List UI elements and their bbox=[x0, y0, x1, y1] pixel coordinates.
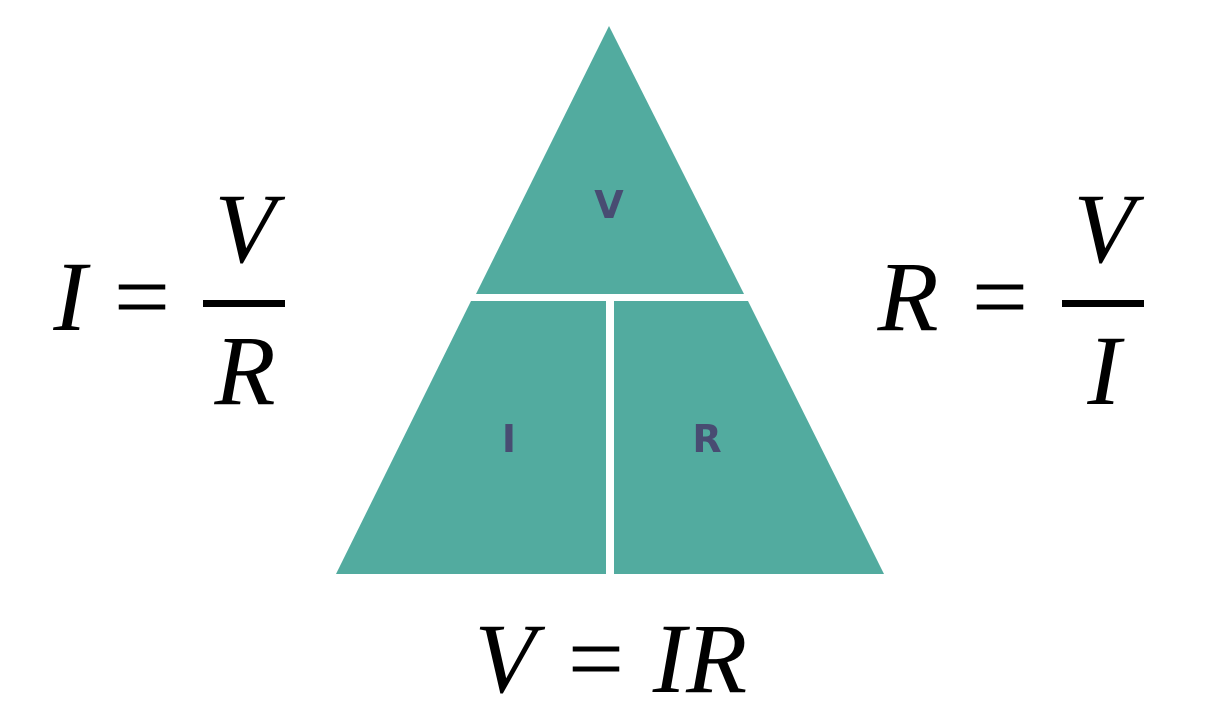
voltage-formula-rhs: IR bbox=[652, 603, 747, 711]
voltage-formula: V = IR bbox=[474, 603, 747, 711]
triangle-bottom-right-segment bbox=[614, 301, 884, 574]
voltage-formula-equals: = bbox=[568, 603, 624, 711]
triangle-label-voltage: V bbox=[594, 183, 624, 227]
resistance-formula-numerator: V bbox=[1073, 173, 1144, 284]
current-formula-fraction-bar bbox=[203, 300, 285, 307]
current-formula-denominator: R bbox=[213, 315, 275, 426]
resistance-formula-fraction-bar bbox=[1062, 300, 1144, 307]
current-formula-numerator: V bbox=[214, 173, 285, 284]
current-formula-equals: = bbox=[114, 241, 170, 352]
triangle-label-current: I bbox=[502, 417, 516, 461]
resistance-formula-denominator: I bbox=[1086, 315, 1125, 426]
triangle-top-segment bbox=[476, 26, 744, 294]
ohms-law-triangle bbox=[336, 26, 884, 574]
resistance-formula: R = V I bbox=[876, 173, 1144, 426]
current-formula: I = V R bbox=[52, 173, 285, 426]
resistance-formula-equals: = bbox=[972, 241, 1028, 352]
voltage-formula-lhs: V bbox=[474, 603, 545, 711]
current-formula-lhs: I bbox=[52, 241, 91, 352]
triangle-bottom-left-segment bbox=[336, 301, 606, 574]
triangle-label-resistance: R bbox=[692, 417, 721, 461]
resistance-formula-lhs: R bbox=[876, 241, 938, 352]
